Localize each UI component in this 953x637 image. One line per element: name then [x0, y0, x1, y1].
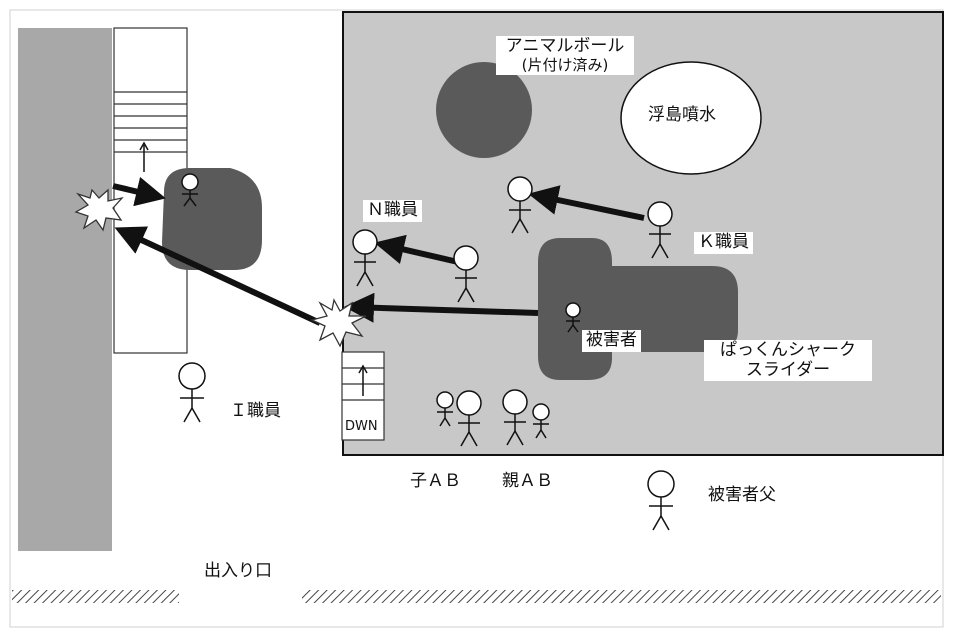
collision-burst-icon: [74, 188, 124, 232]
victim-father-label: 被害者父: [708, 485, 776, 505]
person-icon: [507, 176, 533, 234]
arrow-icon: [344, 292, 539, 323]
staff-i-label: Ｉ職員: [230, 401, 281, 421]
person-icon: [456, 390, 482, 447]
children-ab-label: 子ＡＢ: [410, 471, 461, 491]
arrow-icon: [114, 226, 322, 326]
entrance-fence-right: [302, 590, 941, 603]
animal-pool-label-line1: アニマルボール: [505, 36, 625, 56]
slider-label-line2: スライダー: [745, 359, 831, 380]
animal-pool-label: アニマルボール (片付け済み): [496, 36, 634, 75]
person-icon: [647, 470, 675, 531]
slider-label: ぱっくんシャーク スライダー: [704, 340, 872, 382]
dwn-label: DWN: [345, 419, 378, 434]
person-icon: [178, 362, 206, 423]
staff-n-label: Ｎ職員: [363, 200, 422, 222]
fountain-label: 浮島噴水: [648, 105, 716, 125]
animal-pool-label-line2: (片付け済み): [521, 55, 609, 74]
fountain-shape: [620, 61, 762, 175]
person-icon: [647, 201, 673, 259]
person-icon: [532, 403, 550, 439]
person-icon: [352, 229, 378, 287]
left-wall: [18, 28, 112, 551]
person-icon: [502, 389, 528, 446]
person-icon: [453, 245, 479, 303]
collision-burst-icon: [310, 298, 367, 348]
slider-label-line1: ぱっくんシャーク: [720, 340, 856, 360]
entrance-fence-left: [12, 590, 179, 603]
staff-k-label: Ｋ職員: [694, 232, 753, 254]
parents-ab-label: 親ＡＢ: [502, 471, 553, 491]
entrance-label: 出入り口: [204, 561, 272, 581]
arrow-icon: [528, 185, 645, 221]
stairs-icon: [341, 351, 385, 441]
arrow-icon: [112, 176, 166, 207]
person-icon: [181, 173, 199, 207]
victim-label: 被害者: [582, 330, 641, 352]
person-icon: [565, 302, 581, 333]
person-icon: [436, 391, 454, 427]
animal-pool-shape: [436, 62, 532, 158]
arrow-icon: [374, 234, 459, 265]
